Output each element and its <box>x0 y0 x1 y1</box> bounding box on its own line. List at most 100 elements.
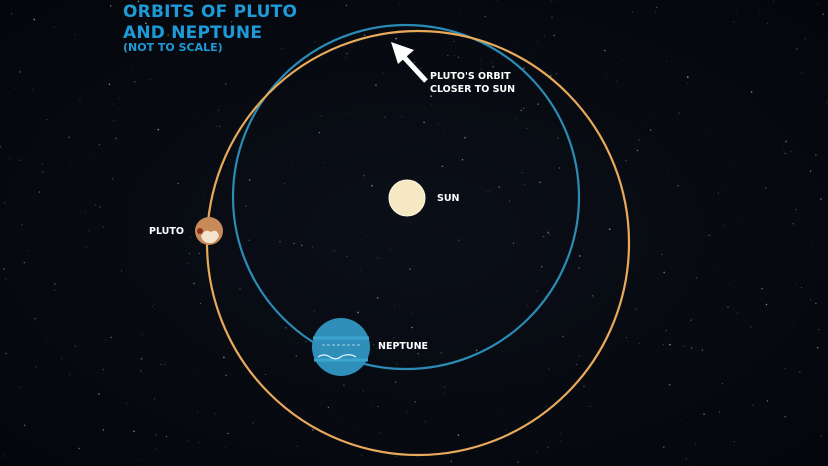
star <box>786 0 788 2</box>
star <box>95 204 97 206</box>
orbit-annotation: PLUTO'S ORBIT CLOSER TO SUN <box>430 70 515 96</box>
star <box>52 165 54 167</box>
star <box>163 364 165 365</box>
star <box>347 209 349 211</box>
star <box>165 436 168 438</box>
star <box>512 46 514 47</box>
star <box>333 250 335 252</box>
star <box>540 265 543 268</box>
star <box>636 338 638 340</box>
star <box>362 390 364 392</box>
star <box>313 310 316 313</box>
star <box>363 34 366 37</box>
star <box>690 347 693 349</box>
star <box>405 261 407 262</box>
star <box>512 242 515 244</box>
star <box>47 336 48 337</box>
star <box>414 401 417 403</box>
star <box>411 326 413 329</box>
star <box>806 82 808 84</box>
star <box>527 304 528 306</box>
star <box>638 139 640 141</box>
star <box>765 303 768 306</box>
star <box>184 162 186 164</box>
star <box>431 103 433 105</box>
star <box>810 2 811 3</box>
star <box>227 432 229 435</box>
star <box>382 72 384 74</box>
star <box>54 283 56 286</box>
star <box>826 102 828 103</box>
star <box>19 159 22 161</box>
star <box>578 355 580 357</box>
star <box>443 386 446 388</box>
star <box>593 297 594 299</box>
star <box>521 172 523 174</box>
star <box>622 59 624 61</box>
star <box>650 129 652 131</box>
sun <box>388 179 426 217</box>
star <box>536 290 538 292</box>
star <box>128 278 129 280</box>
star <box>155 448 157 450</box>
star <box>490 62 492 64</box>
star <box>604 49 606 52</box>
star <box>767 22 769 24</box>
star <box>355 428 356 430</box>
star <box>153 398 156 400</box>
star <box>377 405 379 408</box>
star <box>553 1 555 2</box>
star <box>457 434 460 436</box>
star <box>137 0 140 3</box>
star <box>388 204 389 206</box>
star <box>615 79 617 82</box>
star <box>54 289 55 291</box>
star <box>625 336 627 338</box>
star <box>11 13 13 15</box>
star <box>23 262 25 264</box>
star <box>285 327 287 329</box>
diagram-title: ORBITS OF PLUTO AND NEPTUNE <box>123 2 297 44</box>
star <box>654 10 657 12</box>
star <box>736 216 738 218</box>
star <box>452 153 454 155</box>
star <box>295 355 298 357</box>
star <box>536 41 538 43</box>
star <box>3 234 5 236</box>
star <box>420 365 422 366</box>
star <box>297 116 299 118</box>
star <box>437 439 438 440</box>
star <box>47 93 48 94</box>
star <box>798 371 801 374</box>
star <box>658 322 660 323</box>
star <box>98 393 100 395</box>
star <box>726 371 727 372</box>
star <box>546 446 549 449</box>
star <box>548 233 550 236</box>
star <box>665 329 667 332</box>
star <box>108 83 111 86</box>
star <box>137 201 138 203</box>
pluto-orbit <box>205 29 631 457</box>
star <box>546 404 548 406</box>
star <box>713 265 715 266</box>
star <box>94 102 96 103</box>
star <box>476 88 479 90</box>
star <box>535 451 537 453</box>
star <box>376 297 379 299</box>
star <box>553 34 555 37</box>
star <box>583 385 585 388</box>
star <box>400 116 402 118</box>
star <box>752 404 754 406</box>
star <box>19 71 21 73</box>
star <box>198 210 199 212</box>
star <box>334 103 336 105</box>
star <box>228 272 230 274</box>
star <box>785 140 787 143</box>
star <box>448 11 450 12</box>
neptune-orbit <box>231 23 581 371</box>
star <box>203 194 205 196</box>
star <box>133 430 135 433</box>
star <box>323 162 325 163</box>
